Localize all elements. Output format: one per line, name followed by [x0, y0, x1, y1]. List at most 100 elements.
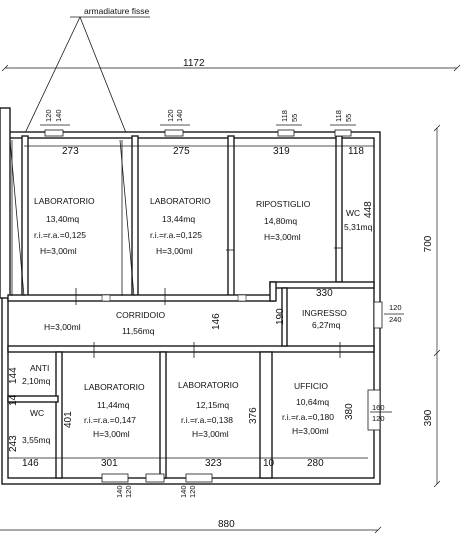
interior-walls: [7, 135, 375, 479]
dimension-bottom-total: 880: [0, 519, 382, 534]
window-dims-bottom: 140 120 140 120: [115, 485, 197, 498]
dimension-label: 144: [8, 367, 19, 384]
entrance-door: 120 240: [373, 301, 404, 329]
dimension-label: 243: [8, 435, 19, 452]
dimension-label: 160: [372, 403, 385, 412]
dimension-label: 146: [211, 313, 222, 330]
outer-walls: [1, 131, 381, 485]
dimension-label: 120: [44, 109, 53, 122]
room-ufficio: UFFICIO 10,64mq r.i.=r.a.=0,180 H=3,00ml: [282, 381, 334, 436]
room-height: H=3,00ml: [44, 322, 81, 332]
room-height: H=3,00ml: [292, 426, 329, 436]
dimension-label: 140: [175, 109, 184, 122]
room-ripostiglio: RIPOSTIGLIO 14,80mq H=3,00ml: [256, 199, 311, 242]
dimension-label: 14: [8, 394, 19, 406]
dimension-label: 55: [344, 114, 353, 122]
dimension-label: 700: [423, 235, 434, 252]
room-height: H=3,00ml: [93, 429, 130, 439]
room-height: H=3,00ml: [192, 429, 229, 439]
dimension-label: 118: [280, 110, 289, 122]
room-dims-top: 273 275 319 118: [24, 145, 374, 157]
room-dims-bottom: 146 301 323 10 280: [8, 457, 368, 469]
window-dims-top: 120 140 120 140 118 55 118 55: [40, 109, 356, 126]
dimension-label: 376: [248, 407, 259, 424]
room-name: CORRIDOIO: [116, 310, 166, 320]
dimension-label: 448: [363, 201, 374, 218]
windows-top: [44, 129, 352, 137]
room-wc-top: WC 5,31mq: [344, 208, 373, 232]
room-area: 13,44mq: [162, 214, 195, 224]
dimension-label: 330: [316, 288, 333, 299]
room-area: 12,15mq: [196, 400, 229, 410]
dimension-label: 118: [348, 146, 364, 157]
dimension-label: 1172: [183, 58, 205, 69]
dimension-label: 240: [389, 315, 402, 324]
room-name: WC: [30, 408, 44, 418]
dimension-right: 700 390: [423, 124, 441, 488]
dimension-label: 140: [54, 109, 63, 122]
dimension-label: 118: [334, 110, 343, 122]
room-name: UFFICIO: [294, 381, 328, 391]
room-height: H=3,00ml: [156, 246, 193, 256]
dimension-top-total: 1172: [1, 58, 461, 72]
dimension-label: 140: [179, 485, 188, 498]
room-area: 2,10mq: [22, 376, 51, 386]
dimension-label: 380: [344, 403, 355, 420]
room-area: 13,40mq: [46, 214, 79, 224]
dimension-label: 401: [63, 411, 74, 428]
room-ratio: r.i.=r.a.=0,125: [150, 230, 202, 240]
left-wall-partial: [0, 107, 11, 299]
dimension-label: 146: [22, 458, 39, 469]
room-name: LABORATORIO: [150, 196, 211, 206]
room-name: LABORATORIO: [34, 196, 95, 206]
dimension-label: 273: [62, 146, 79, 157]
room-name: INGRESSO: [302, 308, 347, 318]
room-corridoio: CORRIDOIO H=3,00ml 11,56mq: [44, 310, 166, 336]
room-name: RIPOSTIGLIO: [256, 199, 311, 209]
dimension-label: 120: [124, 485, 133, 498]
dimension-label: 301: [101, 458, 118, 469]
dimension-label: 280: [307, 458, 324, 469]
annotation-label: armadiature fisse: [84, 6, 149, 16]
dimension-label: 120: [372, 414, 385, 423]
room-wc-bottom: WC 3,55mq: [22, 408, 51, 445]
room-lab2: LABORATORIO 13,44mq r.i.=r.a.=0,125 H=3,…: [150, 196, 211, 256]
dimension-label: 319: [273, 146, 290, 157]
door-openings: [75, 247, 342, 358]
room-lab4: LABORATORIO 12,15mq r.i.=r.a.=0,138 H=3,…: [178, 380, 239, 439]
room-lab1: LABORATORIO 13,40mq r.i.=r.a.=0,125 H=3,…: [34, 196, 95, 256]
dimension-label: 140: [115, 485, 124, 498]
room-name: LABORATORIO: [178, 380, 239, 390]
ufficio-window: 160 120: [367, 389, 392, 431]
room-ratio: r.i.=r.a.=0,138: [181, 415, 233, 425]
room-area: 14,80mq: [264, 216, 297, 226]
windows-bottom: [101, 473, 213, 483]
room-ratio: r.i.=r.a.=0,147: [84, 415, 136, 425]
room-lab3: LABORATORIO 11,44mq r.i.=r.a.=0,147 H=3,…: [84, 382, 145, 439]
dimension-label: 120: [389, 303, 402, 312]
room-height: H=3,00ml: [264, 232, 301, 242]
dimension-label: 10: [263, 458, 275, 469]
room-name: LABORATORIO: [84, 382, 145, 392]
room-area: 11,56mq: [122, 326, 155, 336]
room-ratio: r.i.=r.a.=0,125: [34, 230, 86, 240]
dimension-label: 55: [290, 114, 299, 122]
dimension-label: 390: [423, 409, 434, 426]
room-area: 6,27mq: [312, 320, 341, 330]
dimension-label: 880: [218, 519, 235, 530]
room-area: 5,31mq: [344, 222, 373, 232]
room-dims-vertical: 448 330 146 190 144 14 243 401 376 380: [8, 201, 374, 452]
room-anti: ANTI 2,10mq: [22, 363, 51, 386]
annotation-fixed-cabinets: armadiature fisse: [17, 6, 150, 149]
room-name: WC: [346, 208, 360, 218]
room-area: 10,64mq: [296, 397, 329, 407]
dimension-label: 120: [188, 485, 197, 498]
room-area: 11,44mq: [97, 400, 130, 410]
room-ingresso: INGRESSO 6,27mq: [302, 308, 347, 330]
dimension-label: 190: [275, 308, 286, 325]
room-area: 3,55mq: [22, 435, 51, 445]
dimension-label: 120: [166, 109, 175, 122]
dimension-label: 323: [205, 458, 222, 469]
room-name: ANTI: [30, 363, 49, 373]
